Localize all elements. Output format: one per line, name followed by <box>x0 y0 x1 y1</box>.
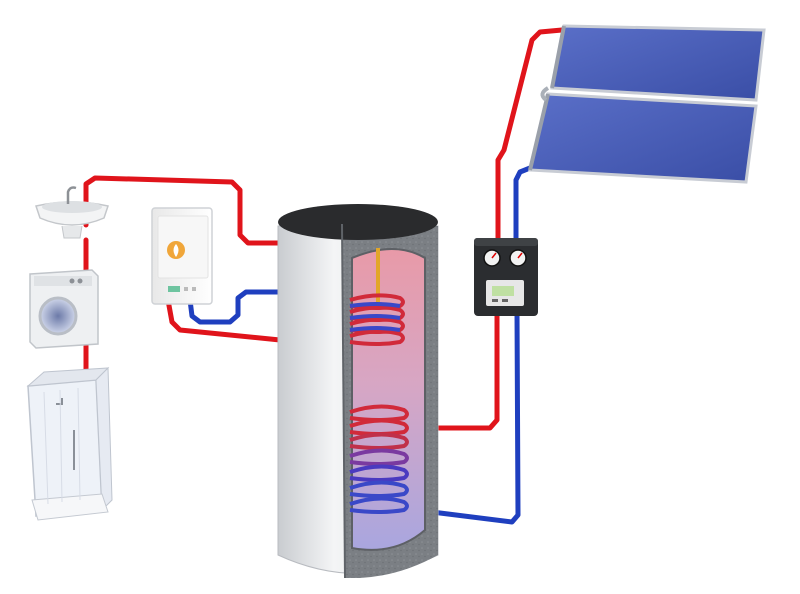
solar-return-pipe <box>429 165 533 525</box>
storage-tank <box>277 204 439 579</box>
pipe-network <box>83 27 565 525</box>
boiler-return-pipe <box>187 289 283 325</box>
boiler-flow-pipe <box>165 297 283 343</box>
tank-lid <box>278 204 438 240</box>
gas-boiler <box>151 207 213 305</box>
washing-machine <box>29 269 99 349</box>
boiler-display <box>168 286 180 292</box>
collector-connector <box>540 86 550 102</box>
faucet-icon <box>66 186 77 204</box>
pump-station <box>474 238 538 316</box>
upper-heat-coil <box>349 293 405 346</box>
shower-cabin <box>26 366 113 521</box>
lower-solar-coil <box>349 404 409 514</box>
washer-door-icon <box>38 296 78 336</box>
solar-panel-lower <box>528 92 758 184</box>
solar-collectors <box>528 24 766 184</box>
washbasin <box>35 186 109 239</box>
solar-panel-upper <box>550 24 766 102</box>
shower-head-icon <box>56 398 63 405</box>
solar-flow-pipe <box>429 27 565 431</box>
shower-tray <box>31 493 109 521</box>
